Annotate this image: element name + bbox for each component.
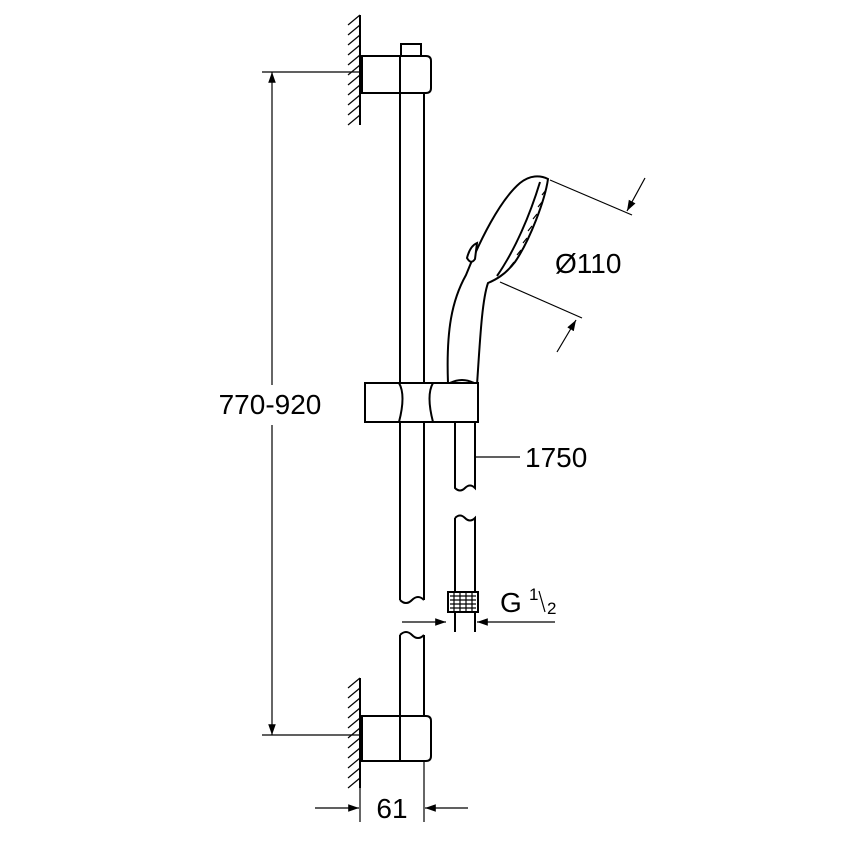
diameter-label: Ø110 [555,248,621,279]
dimension-connection-thread: G 1 2 [402,585,556,626]
wall-hatch-line [347,777,361,789]
top-wall-bracket [361,43,432,94]
rail-height-label: 770-920 [219,389,322,420]
thread-fraction-denominator: 2 [547,599,556,618]
wall-hatch-line [347,677,361,689]
wall-hatch-line [347,737,361,749]
wall-hatch-line [347,727,361,739]
hose-length-label: 1750 [525,442,587,473]
dimension-rail-height: 770-920 [219,71,360,736]
shower-rail [399,92,425,716]
wall-hatch-line [347,64,361,76]
wall-top [347,14,361,126]
wall-hatch-line [347,74,361,86]
hand-shower [364,175,550,423]
wall-hatch-line [347,707,361,719]
wall-hatch-line [347,24,361,36]
wall-bottom [347,677,361,789]
wall-hatch-line [347,717,361,729]
wall-hatch-line [347,34,361,46]
dimension-hose-length: 1750 [475,442,587,473]
wall-hatch-line [347,114,361,126]
hose-nut [447,591,479,613]
wall-hatch-line [347,757,361,769]
wall-hatch-line [347,767,361,779]
dimension-handshower-diameter: Ø110 [499,177,646,353]
wall-hatch-line [347,94,361,106]
wall-hatch-line [347,14,361,26]
wall-hatch-line [347,697,361,709]
shower-hose [447,420,479,632]
wall-hatch-line [347,44,361,56]
wall-hatch-line [347,104,361,116]
wall-hatch-line [347,84,361,96]
wall-hatch-line [347,54,361,66]
dimension-wall-offset: 61 [315,762,468,824]
thread-label: G [500,587,522,618]
wall-hatch-line [347,747,361,759]
bottom-wall-bracket [361,715,432,762]
wall-offset-label: 61 [376,793,407,824]
wall-hatch-line [347,687,361,699]
thread-fraction-numerator: 1 [529,585,538,604]
